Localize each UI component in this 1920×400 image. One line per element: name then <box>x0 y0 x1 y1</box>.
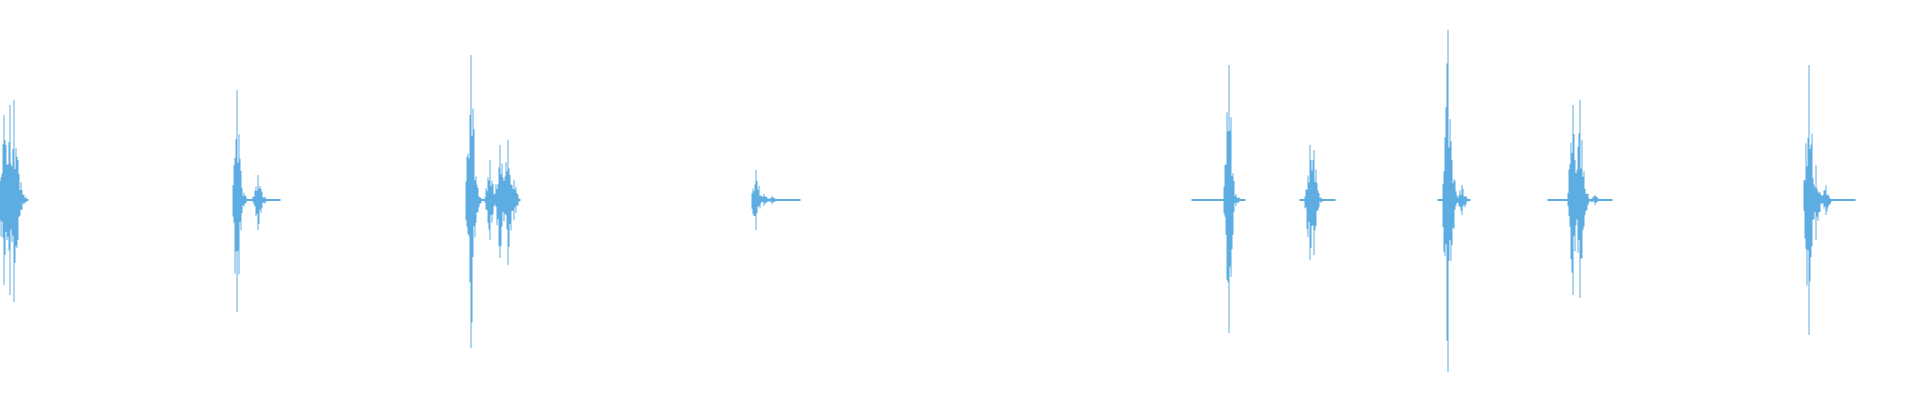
waveform-burst <box>1437 30 1471 372</box>
waveform-burst <box>1299 145 1336 260</box>
waveform-burst <box>751 170 801 230</box>
waveform-burst <box>465 55 521 348</box>
waveform-burst <box>1191 65 1246 333</box>
waveform-burst <box>1803 65 1856 335</box>
waveform-burst <box>0 100 29 302</box>
waveform-burst <box>232 90 281 312</box>
waveform-burst <box>1547 100 1613 298</box>
